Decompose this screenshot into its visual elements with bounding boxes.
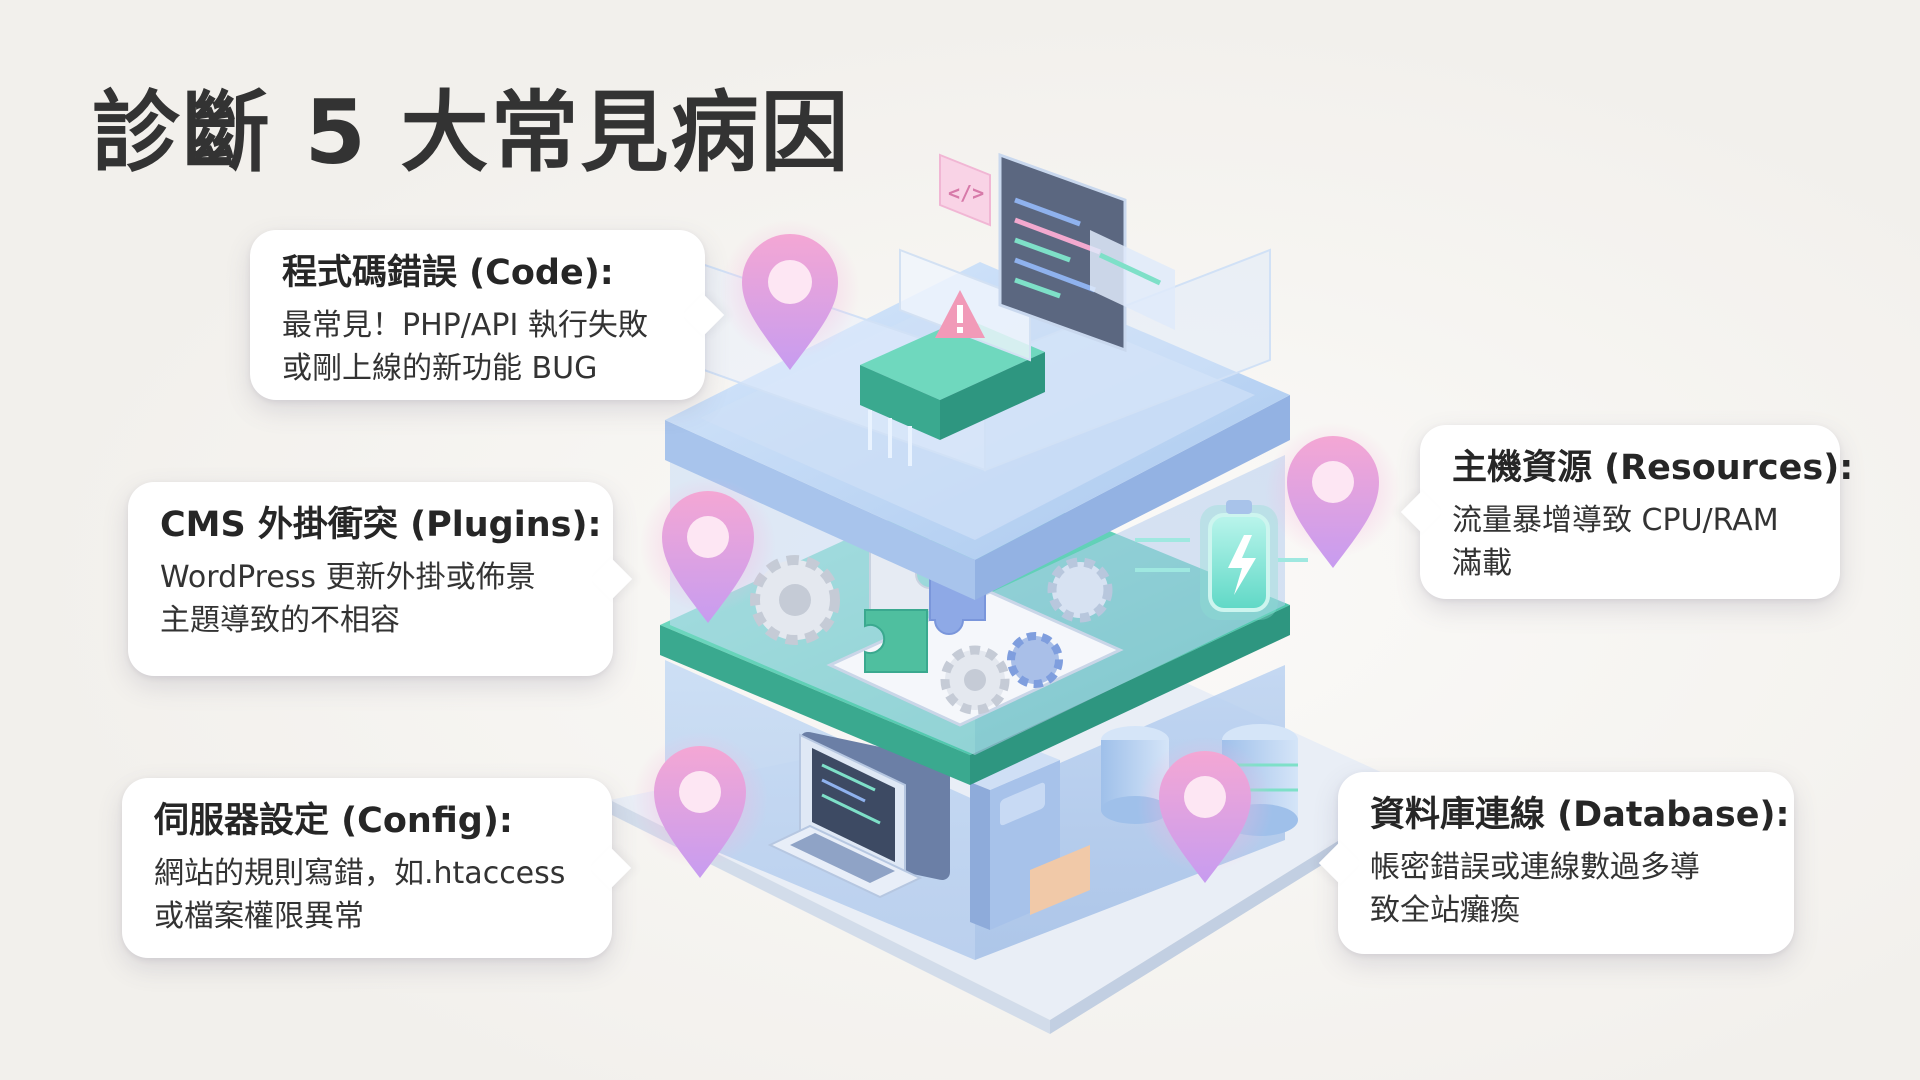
gear-icon bbox=[750, 555, 1113, 715]
map-pin-database bbox=[1137, 737, 1273, 883]
map-pin-plugins bbox=[640, 477, 776, 623]
filing-cabinet-icon bbox=[970, 752, 1090, 930]
map-pin-config bbox=[632, 732, 768, 878]
code-tag-icon: </> bbox=[939, 153, 991, 227]
map-pin-resources bbox=[1265, 422, 1401, 568]
page-title: 診斷 5 大常見病因 bbox=[92, 81, 851, 184]
callout-database: 資料庫連線 (Database): 帳密錯誤或連線數過多導 致全站癱瘓 bbox=[1318, 772, 1794, 954]
callout-title: 程式碼錯誤 (Code): bbox=[282, 253, 614, 293]
callout-description: 帳密錯誤或連線數過多導 致全站癱瘓 bbox=[1370, 849, 1700, 929]
callout-config: 伺服器設定 (Config): 網站的規則寫錯，如.htaccess 或檔案權限… bbox=[122, 778, 632, 958]
callout-resources: 主機資源 (Resources): 流量暴增導致 CPU/RAM 滿載 bbox=[1400, 425, 1854, 599]
callout-title: 主機資源 (Resources): bbox=[1452, 448, 1854, 488]
callout-title: 資料庫連線 (Database): bbox=[1370, 795, 1790, 835]
map-pin-code bbox=[720, 220, 860, 370]
svg-text:</>: </> bbox=[948, 181, 984, 205]
callout-plugins: CMS 外掛衝突 (Plugins): WordPress 更新外掛或佈景 主題… bbox=[128, 482, 633, 676]
callout-description: 最常見！PHP/API 執行失敗 或剛上線的新功能 BUG bbox=[282, 307, 648, 387]
callout-description: 網站的規則寫錯，如.htaccess 或檔案權限異常 bbox=[154, 855, 566, 935]
code-window-icon bbox=[998, 152, 1175, 353]
callout-title: CMS 外掛衝突 (Plugins): bbox=[160, 505, 602, 545]
warning-icon bbox=[899, 248, 1031, 362]
callout-description: 流量暴增導致 CPU/RAM 滿載 bbox=[1452, 502, 1779, 582]
computer-terminal-icon bbox=[767, 733, 923, 899]
callout-description: WordPress 更新外掛或佈景 主題導致的不相容 bbox=[160, 559, 536, 639]
callout-title: 伺服器設定 (Config): bbox=[154, 801, 513, 841]
battery-icon bbox=[1135, 500, 1308, 620]
callout-code: 程式碼錯誤 (Code): 最常見！PHP/API 執行失敗 或剛上線的新功能 … bbox=[250, 230, 725, 400]
